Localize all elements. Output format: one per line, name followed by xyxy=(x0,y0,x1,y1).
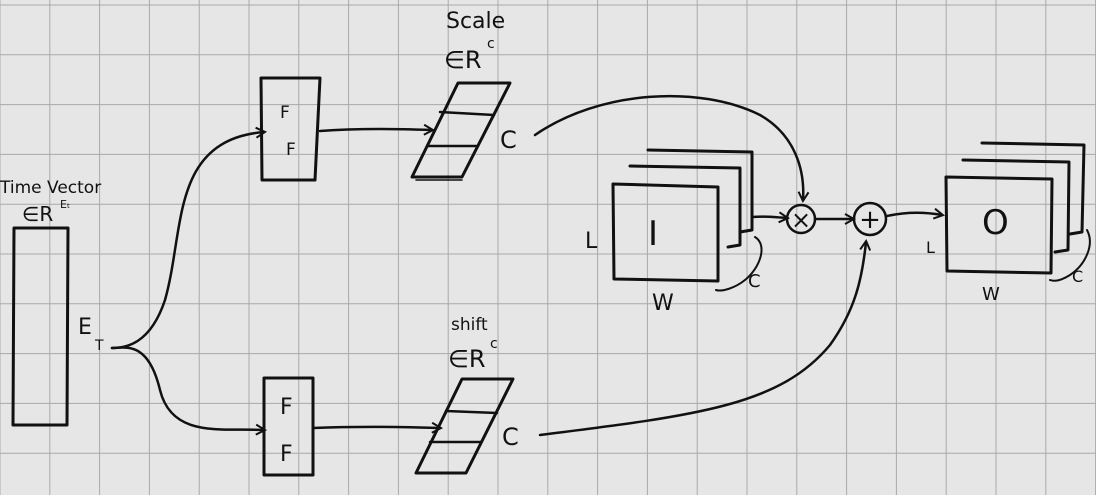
multiply-op: × xyxy=(785,203,817,235)
add-symbol: + xyxy=(859,205,881,235)
output-back-layer-2 xyxy=(980,141,1086,236)
input-height: L xyxy=(585,229,598,254)
scale-vector: Scale ∈R c C xyxy=(410,9,517,181)
ff-bottom-label-2: F xyxy=(280,442,293,467)
input-channel-brace xyxy=(715,236,763,292)
time-vector-space: ∈R xyxy=(22,202,53,226)
input-back-layer-1 xyxy=(628,164,742,249)
output-channel-brace xyxy=(1049,229,1091,282)
ff-top-label-1: F xyxy=(280,103,290,123)
output-tensor: O L W C xyxy=(926,141,1091,305)
shift-space-sup: c xyxy=(490,336,498,352)
arrow-input-to-multiply xyxy=(750,217,787,218)
input-width: W xyxy=(652,291,674,316)
scale-divider-1 xyxy=(438,110,496,117)
arrow-to-shift xyxy=(311,427,440,428)
input-tensor: I L W C xyxy=(585,148,763,316)
ff-bottom-box xyxy=(262,376,315,477)
scale-space-sup: c xyxy=(487,36,495,52)
output-width: W xyxy=(982,284,1000,305)
arrow-to-scale xyxy=(318,129,432,131)
arrow-to-ff-bottom xyxy=(110,346,264,430)
input-back-layer-2 xyxy=(646,148,754,234)
output-front-layer xyxy=(944,175,1054,275)
ff-top: F F xyxy=(259,76,322,182)
shift-dim: C xyxy=(502,423,519,451)
shift-space: ∈R xyxy=(448,345,486,373)
scale-space: ∈R xyxy=(444,46,482,74)
ff-bottom: F F xyxy=(262,376,315,477)
arrow-scale-to-multiply xyxy=(533,94,803,200)
shift-divider-1 xyxy=(444,409,499,415)
ff-bottom-label-1: F xyxy=(280,395,293,420)
arrow-add-to-output xyxy=(885,213,942,216)
scale-dim: C xyxy=(500,126,517,154)
arrow-shift-to-add xyxy=(538,242,866,437)
time-vector-dim-sub: T xyxy=(94,338,104,354)
shift-vector: shift ∈R c C xyxy=(414,315,519,475)
time-vector-dim-label: E xyxy=(78,315,92,340)
scale-title: Scale xyxy=(446,9,505,34)
output-channels: C xyxy=(1072,267,1083,286)
input-label: I xyxy=(648,214,658,254)
add-op: + xyxy=(852,201,888,237)
time-vector-space-sup: Eₜ xyxy=(60,198,70,211)
output-height: L xyxy=(926,238,935,257)
input-front-layer xyxy=(611,182,720,283)
time-vector: Time Vector ∈R Eₜ E T xyxy=(0,178,104,427)
time-vector-title: Time Vector xyxy=(0,178,101,198)
ff-top-box xyxy=(259,76,322,182)
add-circle xyxy=(852,201,888,237)
arrow-to-ff-top xyxy=(110,132,264,350)
output-label: O xyxy=(982,203,1009,243)
ff-top-label-2: F xyxy=(286,140,296,160)
input-channels: C xyxy=(748,271,761,292)
shift-title: shift xyxy=(451,315,488,335)
output-back-layer-1 xyxy=(961,158,1071,254)
time-vector-box xyxy=(11,226,70,427)
multiply-symbol: × xyxy=(791,206,811,234)
